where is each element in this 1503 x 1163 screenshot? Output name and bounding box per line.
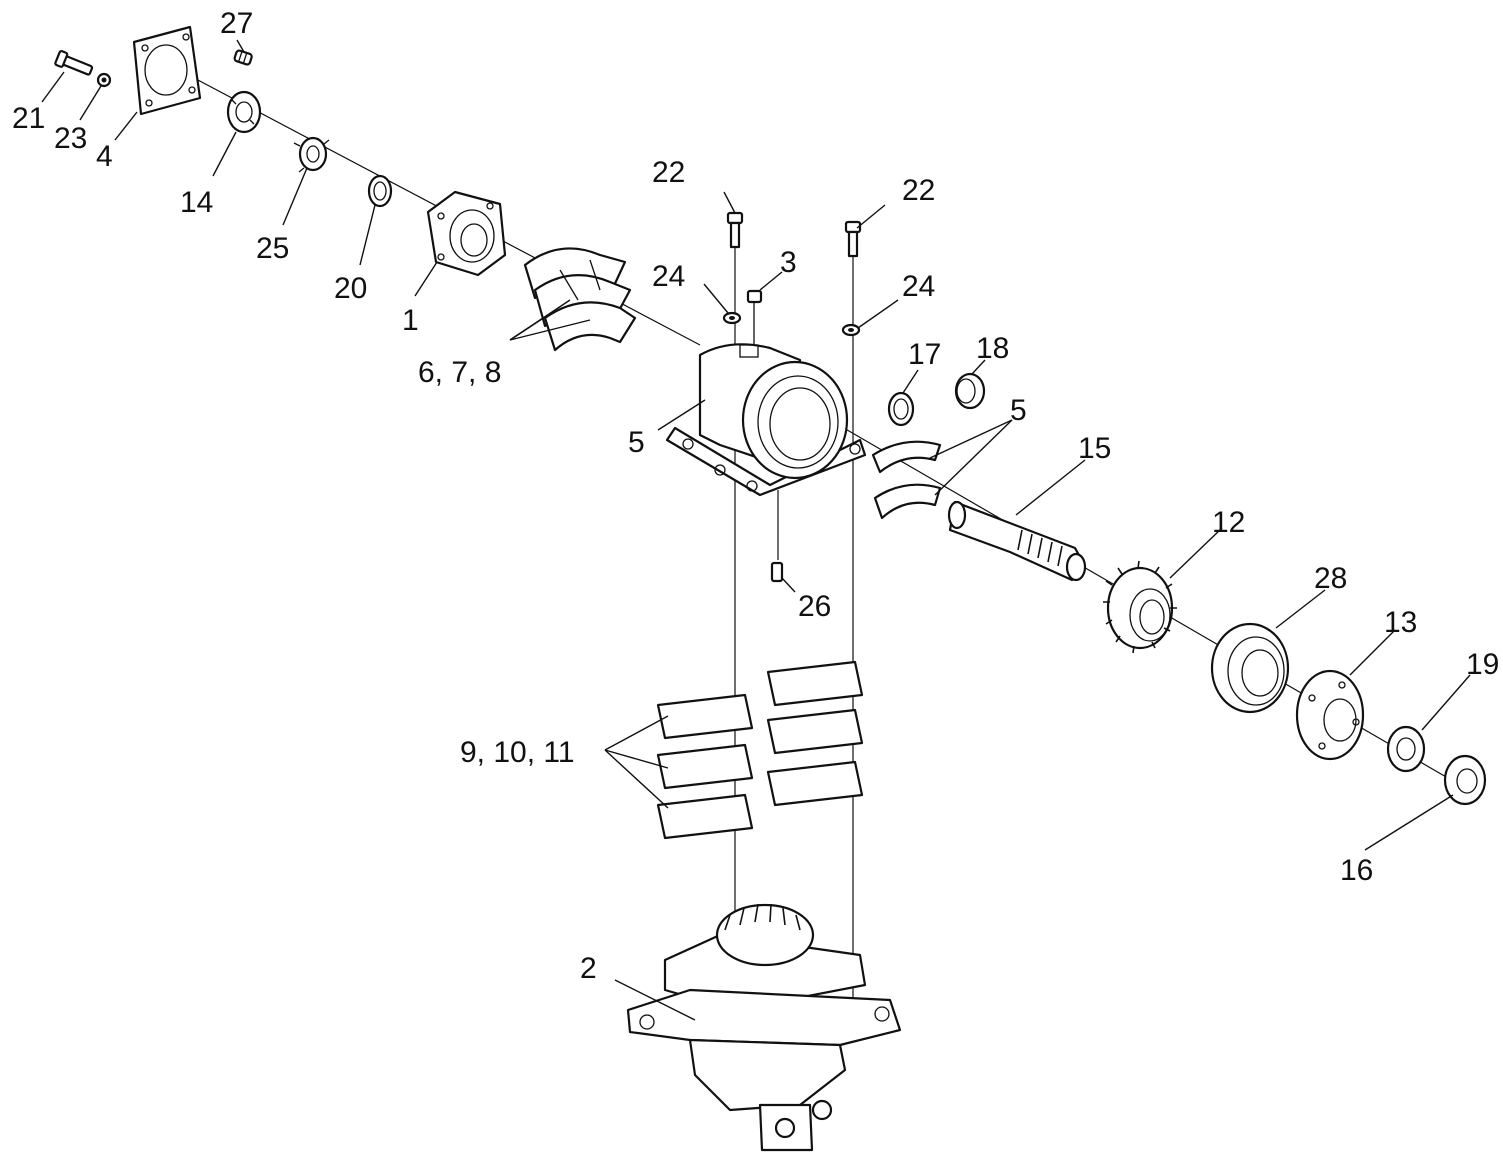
label-2: 2 — [580, 952, 597, 985]
bolt-22-left — [726, 211, 744, 249]
bearing-28 — [1210, 622, 1290, 714]
label-22-right: 22 — [902, 174, 935, 207]
label-27: 27 — [220, 7, 253, 40]
part-labels: 27 21 23 4 14 25 20 1 6, 7, 8 22 22 24 3… — [12, 7, 1499, 985]
label-1: 1 — [402, 304, 419, 337]
label-25: 25 — [256, 232, 289, 265]
label-14: 14 — [180, 186, 213, 219]
label-4: 4 — [96, 140, 113, 173]
label-26: 26 — [798, 590, 831, 623]
label-5-shims: 5 — [1010, 394, 1027, 427]
nut-16 — [1443, 754, 1487, 806]
shims-6-7-8 — [523, 247, 637, 352]
plug-3 — [746, 289, 763, 345]
pinion-shaft-15 — [947, 500, 1087, 582]
pin-26 — [770, 561, 784, 583]
label-6-7-8: 6, 7, 8 — [418, 356, 501, 389]
shims-9-10-11 — [656, 660, 864, 840]
label-19: 19 — [1466, 648, 1499, 681]
assembly-axes — [159, 59, 1461, 1010]
washer-19 — [1386, 725, 1426, 773]
label-23: 23 — [54, 122, 87, 155]
cap-18 — [954, 372, 986, 410]
fitting-27 — [233, 49, 253, 66]
tab-washer-25 — [293, 136, 330, 173]
label-17: 17 — [908, 338, 941, 371]
shims-5 — [871, 440, 942, 520]
label-15: 15 — [1078, 432, 1111, 465]
label-18: 18 — [976, 332, 1009, 365]
upper-housing-5 — [665, 343, 867, 497]
label-24-left: 24 — [652, 260, 685, 293]
label-16: 16 — [1340, 854, 1373, 887]
gasket-plate-4 — [132, 25, 202, 116]
nut-23 — [96, 72, 112, 88]
gear-12 — [1103, 560, 1177, 654]
bolt-21 — [54, 49, 94, 76]
slotted-nut-14 — [226, 90, 262, 134]
label-28: 28 — [1314, 562, 1347, 595]
ring-20 — [367, 174, 393, 208]
washer-24-left — [722, 311, 742, 325]
bearing-housing-1 — [426, 190, 507, 277]
leader-lines — [41, 39, 1471, 1021]
ring-17 — [887, 391, 915, 427]
bolt-22-right — [844, 220, 862, 258]
label-24-right: 24 — [902, 270, 935, 303]
label-20: 20 — [334, 272, 367, 305]
label-13: 13 — [1384, 606, 1417, 639]
label-12: 12 — [1212, 506, 1245, 539]
lower-housing-2 — [626, 903, 902, 1152]
label-5-housing: 5 — [628, 426, 645, 459]
washer-24-right — [841, 323, 861, 337]
label-9-10-11: 9, 10, 11 — [460, 736, 575, 769]
flange-13 — [1295, 669, 1365, 761]
label-21: 21 — [12, 102, 45, 135]
label-3: 3 — [780, 246, 797, 279]
label-22-left: 22 — [652, 156, 685, 189]
